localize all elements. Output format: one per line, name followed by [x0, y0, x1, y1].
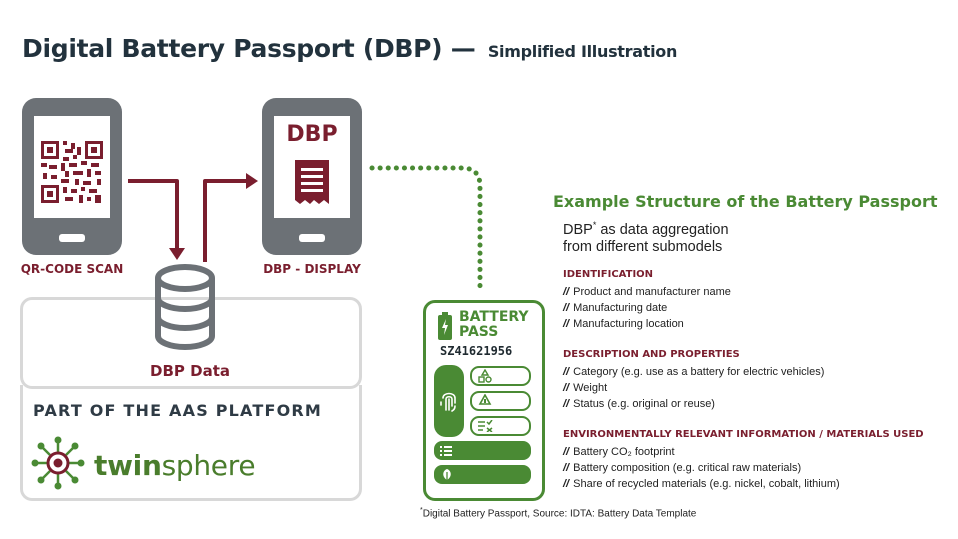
section-heading-identification: IDENTIFICATION	[563, 269, 654, 280]
dbp-display-phone: DBP	[262, 98, 362, 255]
arrow-down-head	[169, 248, 185, 260]
leaf-icon	[443, 469, 451, 480]
receipt-icon	[295, 160, 329, 204]
list-item: //Category (e.g. use as a battery for el…	[563, 366, 825, 378]
list-bar	[434, 441, 531, 460]
submodel-pill-checklist	[470, 416, 531, 436]
list-item: //Battery CO₂ footprint	[563, 446, 675, 458]
footnote: *Digital Battery Passport, Source: IDTA:…	[420, 507, 697, 520]
twinsphere-wordmark: twinsphere	[94, 449, 256, 482]
structure-intro: DBP* as data aggregation from different …	[563, 220, 729, 255]
list-item: //Status (e.g. original or reuse)	[563, 398, 715, 410]
check-list-icon	[478, 420, 493, 432]
battery-icon	[438, 312, 452, 340]
aas-platform-label: PART OF THE AAS PLATFORM	[33, 401, 323, 420]
list-item: //Product and manufacturer name	[563, 286, 731, 298]
dbp-data-label: DBP Data	[150, 362, 230, 380]
database-icon	[155, 264, 215, 350]
arrow-to-database	[128, 179, 179, 250]
arrow-to-display	[203, 179, 248, 262]
recycle-icon	[478, 394, 492, 405]
leaf-bar	[434, 465, 531, 484]
page-title: Digital Battery Passport (DBP) — Simplif…	[22, 34, 677, 63]
battery-pass-title: BATTERY PASS	[459, 309, 529, 340]
list-item: //Share of recycled materials (e.g. nick…	[563, 478, 840, 490]
section-heading-description: DESCRIPTION AND PROPERTIES	[563, 349, 740, 360]
qr-scan-phone	[22, 98, 122, 255]
list-icon	[440, 446, 452, 456]
list-item: //Battery composition (e.g. critical raw…	[563, 462, 802, 474]
qr-code-icon	[41, 141, 103, 203]
platform-outline	[20, 385, 362, 501]
dbp-display-label: DBP - DISPLAY	[263, 262, 361, 276]
list-item: //Manufacturing location	[563, 318, 684, 330]
arrow-right-head	[246, 173, 258, 189]
list-item: //Weight	[563, 382, 608, 394]
battery-pass-id: SZ41621956	[440, 344, 513, 358]
dbp-data-box	[20, 297, 362, 389]
qr-code-scan-label: QR-CODE SCAN	[20, 262, 124, 276]
list-item: //Manufacturing date	[563, 302, 668, 314]
section-heading-environment: ENVIRONMENTALLY RELEVANT INFORMATION / M…	[563, 429, 924, 440]
title-main: Digital Battery Passport (DBP) —	[22, 34, 476, 63]
twinsphere-logo-icon	[31, 436, 85, 490]
structure-heading: Example Structure of the Battery Passpor…	[553, 192, 938, 211]
dbp-screen-text: DBP	[286, 122, 338, 147]
title-subtitle: Simplified Illustration	[487, 42, 678, 61]
dotted-connector	[369, 165, 483, 295]
shapes-icon	[478, 369, 492, 383]
fingerprint-icon	[440, 392, 456, 412]
